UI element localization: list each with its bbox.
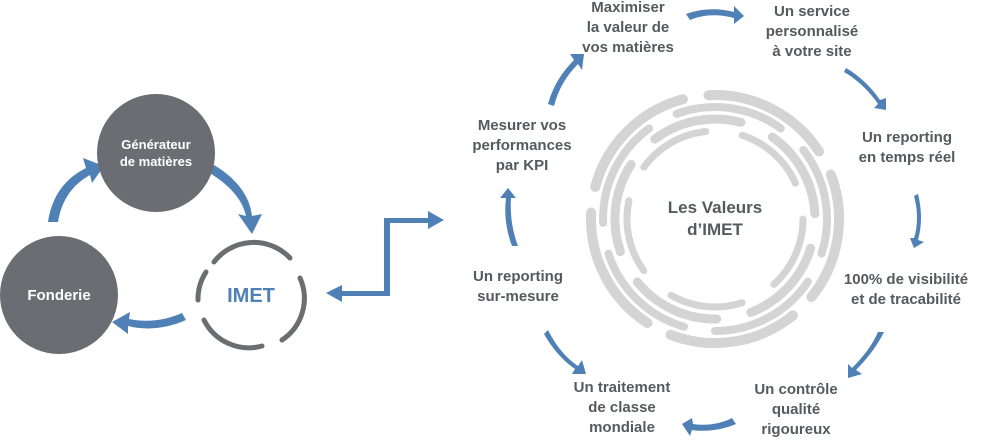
value-line: Un service xyxy=(774,3,850,20)
value-visibilite-tracabilite: 100% de visibilité et de tracabilité xyxy=(844,270,968,310)
value-line: rigoureux xyxy=(761,421,831,438)
swirl-segment xyxy=(610,160,636,257)
value-cycle-arrows xyxy=(500,6,924,436)
value-maximiser: Maximiser la valeur de vos matières xyxy=(582,0,674,58)
value-line: de classe xyxy=(588,399,656,416)
swirl-segment xyxy=(623,197,648,275)
node-imet: IMET xyxy=(199,244,303,348)
node-label-line: de matières xyxy=(119,154,193,169)
node-fonderie: Fonderie xyxy=(0,236,118,354)
swirl-segment xyxy=(632,277,722,324)
swirl-segment xyxy=(586,207,653,328)
value-reporting-temps-reel: Un reporting en temps réel xyxy=(859,128,956,168)
value-line: vos matières xyxy=(582,39,674,56)
node-generateur-de-matieres: Générateur de matières xyxy=(97,94,215,212)
node-label: Fonderie xyxy=(27,286,91,304)
center-title-line: d’IMET xyxy=(687,220,743,239)
value-line: en temps réel xyxy=(858,149,956,166)
value-controle-qualite: Un contrôle qualité rigoureux xyxy=(754,380,837,440)
value-line: Maximiser xyxy=(591,0,665,16)
swirl-segment xyxy=(738,131,799,187)
value-line: sur-mesure xyxy=(477,288,559,305)
swirl-segment xyxy=(590,94,688,192)
value-line: par KPI xyxy=(495,157,549,174)
swirl-segment xyxy=(703,90,824,157)
swirl-segment xyxy=(672,103,785,133)
value-line: à votre site xyxy=(772,43,852,60)
value-line: Un traitement xyxy=(573,379,671,396)
swirl-ring xyxy=(586,90,845,349)
cycle-arrow-imet-to-fonderie xyxy=(112,312,186,334)
value-line: Un reporting xyxy=(473,268,563,285)
node-label: IMET xyxy=(227,284,275,307)
value-service-personnalise: Un service personnalisé à votre site xyxy=(766,2,859,62)
swirl-segment xyxy=(711,277,812,335)
swirl-segment xyxy=(770,215,807,288)
center-title: Les Valeurs d’IMET xyxy=(668,197,763,241)
value-traitement-classe-mondiale: Un traitement de classe mondiale xyxy=(574,378,671,438)
connector-arrow xyxy=(326,211,444,302)
swirl-segment xyxy=(640,128,710,171)
swirl-segment xyxy=(599,124,654,227)
center-title-line: Les Valeurs xyxy=(667,198,763,217)
node-label-line: Générateur xyxy=(121,137,191,152)
swirl-segment xyxy=(799,146,831,258)
value-line: performances xyxy=(472,137,572,154)
swirl-segment xyxy=(746,243,816,317)
swirl-segment xyxy=(767,132,820,219)
value-line: personnalisé xyxy=(765,23,859,40)
swirl-segment xyxy=(806,169,845,302)
value-line: Un contrôle xyxy=(754,381,838,398)
value-mesurer-kpi: Mesurer vos performances par KPI xyxy=(472,116,571,176)
value-line: Un reporting xyxy=(862,129,952,146)
value-line: 100% de visibilité xyxy=(843,271,969,288)
swirl-segment xyxy=(667,291,746,311)
swirl-segment xyxy=(650,114,746,144)
swirl-segment xyxy=(665,310,798,349)
value-line: la valeur de xyxy=(586,19,670,36)
value-line: Mesurer vos xyxy=(477,117,567,134)
value-line: qualité xyxy=(771,401,821,418)
cycle-arrow-fonderie-to-generateur xyxy=(48,158,104,222)
value-line: et de tracabilité xyxy=(850,291,962,308)
cycle-arrow-generateur-to-imet xyxy=(208,165,262,234)
imet-ring xyxy=(195,239,307,351)
value-reporting-sur-mesure: Un reporting sur-mesure xyxy=(473,267,563,307)
swirl-segment xyxy=(604,249,689,331)
value-line: mondiale xyxy=(589,419,655,436)
